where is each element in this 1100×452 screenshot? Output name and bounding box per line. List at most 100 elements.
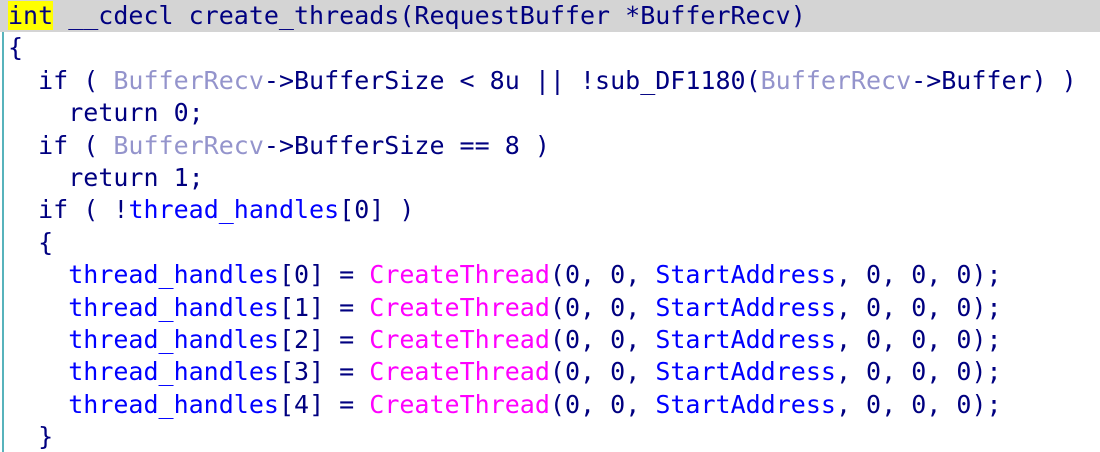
code-token[interactable]: , bbox=[580, 357, 611, 387]
code-token[interactable]: RequestBuffer bbox=[414, 1, 626, 30]
code-token[interactable] bbox=[8, 357, 68, 386]
code-token[interactable]: , bbox=[926, 292, 957, 322]
code-token[interactable]: , bbox=[926, 324, 957, 354]
code-token[interactable]: 0 bbox=[911, 260, 927, 290]
code-token[interactable] bbox=[8, 260, 68, 289]
code-token[interactable]: CreateThread bbox=[369, 389, 550, 419]
code-token[interactable]: || ! bbox=[519, 65, 596, 95]
code-line[interactable]: thread_handles[2] = CreateThread(0, 0, S… bbox=[0, 324, 1100, 356]
code-token[interactable]: ( bbox=[549, 260, 565, 290]
code-token[interactable]: BufferRecv bbox=[113, 65, 264, 95]
code-token[interactable]: thread_handles bbox=[128, 195, 340, 225]
code-token[interactable] bbox=[159, 163, 174, 192]
code-line[interactable]: thread_handles[1] = CreateThread(0, 0, S… bbox=[0, 292, 1100, 324]
code-token[interactable]: thread_handles bbox=[68, 324, 279, 354]
code-token[interactable]: , bbox=[580, 292, 611, 322]
code-token[interactable]: ); bbox=[971, 389, 1002, 419]
code-token[interactable]: 4 bbox=[294, 389, 310, 419]
code-token[interactable]: ); bbox=[971, 292, 1002, 322]
code-token[interactable]: thread_handles bbox=[68, 357, 279, 387]
code-line[interactable]: } bbox=[0, 421, 1100, 452]
code-token[interactable]: [ bbox=[278, 357, 294, 387]
code-token[interactable]: thread_handles bbox=[68, 292, 279, 322]
code-line[interactable]: { bbox=[0, 227, 1100, 259]
code-token[interactable]: __cdecl bbox=[53, 1, 189, 30]
code-token[interactable]: [ bbox=[339, 195, 355, 225]
code-token[interactable]: , bbox=[835, 260, 867, 290]
code-token[interactable]: 3 bbox=[294, 357, 310, 387]
code-token[interactable]: 8u bbox=[489, 65, 520, 95]
code-line[interactable]: return 0; bbox=[0, 97, 1100, 129]
code-line[interactable]: int __cdecl create_threads(RequestBuffer… bbox=[0, 0, 1100, 33]
code-token[interactable]: 0 bbox=[956, 292, 972, 322]
code-token[interactable]: 0 bbox=[564, 292, 581, 322]
code-token[interactable]: 0 bbox=[610, 324, 626, 354]
code-line[interactable]: if ( !thread_handles[0] ) bbox=[0, 194, 1100, 226]
code-line[interactable]: { bbox=[0, 32, 1100, 64]
code-token[interactable]: , bbox=[625, 260, 656, 290]
code-token[interactable]: 0 bbox=[866, 357, 882, 387]
code-token[interactable]: ( bbox=[68, 65, 114, 95]
code-token[interactable]: ); bbox=[971, 260, 1002, 290]
code-token[interactable]: 0 bbox=[956, 324, 972, 354]
code-token[interactable]: ; bbox=[188, 162, 204, 192]
code-token[interactable]: , bbox=[926, 260, 957, 290]
code-token[interactable]: ] = bbox=[309, 357, 370, 387]
code-token[interactable] bbox=[8, 163, 68, 192]
code-token[interactable]: , bbox=[625, 324, 656, 354]
code-token[interactable]: * bbox=[625, 1, 641, 30]
code-token[interactable]: 0 bbox=[610, 292, 626, 322]
code-token[interactable]: ) ) bbox=[1031, 65, 1077, 95]
code-token[interactable]: ] = bbox=[309, 260, 370, 290]
code-token[interactable] bbox=[8, 228, 38, 257]
code-token[interactable]: ] = bbox=[309, 324, 370, 354]
code-token[interactable]: if bbox=[38, 130, 69, 160]
code-token[interactable]: 0 bbox=[956, 389, 972, 419]
code-token[interactable]: , bbox=[835, 324, 867, 354]
code-token[interactable]: 0 bbox=[564, 324, 581, 354]
code-token[interactable]: 1 bbox=[294, 292, 310, 322]
code-line[interactable]: if ( BufferRecv->BufferSize == 8 ) bbox=[0, 130, 1100, 162]
code-token[interactable]: , bbox=[881, 357, 912, 387]
code-token[interactable]: ] = bbox=[309, 292, 370, 322]
code-token[interactable]: 1 bbox=[173, 162, 189, 192]
code-token[interactable]: ->Buffer bbox=[911, 65, 1032, 95]
code-line[interactable]: if ( BufferRecv->BufferSize < 8u || !sub… bbox=[0, 65, 1100, 97]
code-token[interactable] bbox=[8, 422, 38, 451]
code-token[interactable]: , bbox=[580, 389, 611, 419]
code-token[interactable]: StartAddress bbox=[655, 324, 836, 354]
code-token[interactable]: { bbox=[8, 33, 24, 63]
code-token[interactable]: ) bbox=[519, 130, 550, 160]
code-token[interactable] bbox=[8, 390, 68, 419]
code-token[interactable]: 0 bbox=[866, 260, 882, 290]
code-token[interactable]: [ bbox=[278, 324, 294, 354]
code-token[interactable]: ->BufferSize == bbox=[263, 130, 505, 160]
code-token[interactable]: ); bbox=[971, 357, 1002, 387]
code-token[interactable]: ; bbox=[188, 98, 204, 128]
code-token[interactable] bbox=[8, 325, 68, 354]
code-token[interactable]: CreateThread bbox=[369, 260, 550, 290]
code-token[interactable]: StartAddress bbox=[655, 292, 836, 322]
code-token[interactable]: ->BufferSize < bbox=[263, 65, 490, 95]
code-token[interactable]: 0 bbox=[610, 389, 626, 419]
code-token[interactable]: ( bbox=[549, 357, 565, 387]
code-token[interactable]: [ bbox=[278, 260, 294, 290]
code-token[interactable]: 0 bbox=[866, 292, 882, 322]
code-token[interactable]: , bbox=[881, 389, 912, 419]
code-token[interactable]: } bbox=[38, 422, 54, 452]
code-token[interactable]: 0 bbox=[956, 260, 972, 290]
code-token[interactable]: ) bbox=[790, 1, 806, 30]
code-token[interactable] bbox=[8, 131, 38, 160]
code-token[interactable]: , bbox=[625, 389, 656, 419]
code-token[interactable]: 0 bbox=[610, 260, 626, 290]
code-token[interactable]: BufferRecv bbox=[640, 1, 791, 30]
code-token[interactable]: [ bbox=[278, 389, 294, 419]
code-token[interactable]: 0 bbox=[911, 389, 927, 419]
code-token[interactable]: thread_handles bbox=[68, 260, 279, 290]
code-token[interactable]: 0 bbox=[294, 260, 310, 290]
code-token[interactable]: CreateThread bbox=[369, 324, 550, 354]
code-token[interactable]: ( bbox=[745, 65, 761, 95]
code-token[interactable]: ] = bbox=[309, 389, 370, 419]
code-token[interactable]: BufferRecv bbox=[760, 65, 912, 95]
code-token[interactable]: ( bbox=[68, 130, 114, 160]
